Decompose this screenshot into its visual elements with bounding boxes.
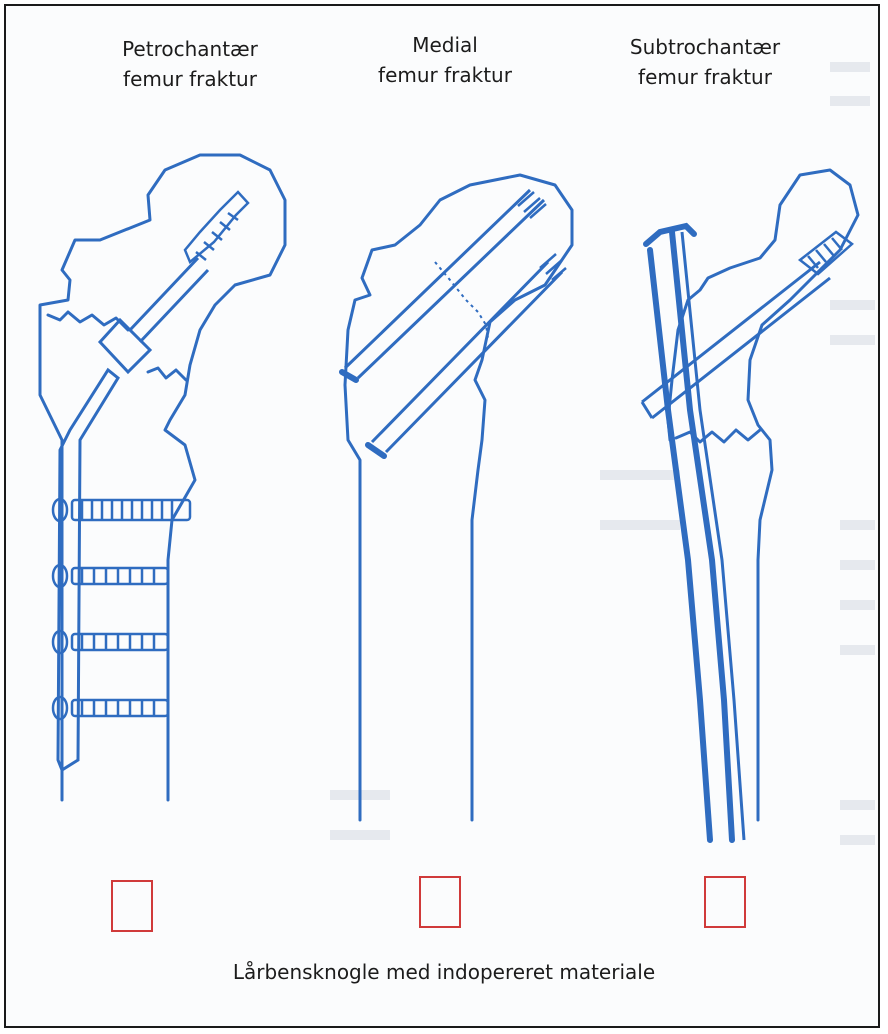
figure-caption: Lårbensknogle med indopereret materiale (0, 960, 888, 984)
checkbox-subtrochanteric[interactable] (704, 876, 746, 928)
femur-3-lag-screw-thread (800, 232, 852, 274)
femur-3-nail-inner (682, 232, 744, 840)
femur-petrochanteric-drawing (40, 155, 285, 800)
femur-1-screw-thread (185, 192, 248, 262)
femur-2-lower-screw-head (368, 445, 384, 456)
femur-3-fracture-line (676, 430, 760, 442)
femur-medial-drawing (342, 175, 572, 820)
femur-subtrochanteric-drawing (642, 170, 858, 840)
femur-1-fracture-line (48, 312, 128, 330)
femur-1-hip-screw (130, 258, 208, 342)
femur-1-fracture-line-2 (148, 368, 186, 380)
femur-3-outline (668, 170, 858, 820)
femur-1-outline (40, 155, 285, 800)
checkbox-petrochanteric[interactable] (111, 880, 153, 932)
femur-2-upper-screw (345, 190, 544, 378)
checkbox-medial[interactable] (419, 876, 461, 928)
